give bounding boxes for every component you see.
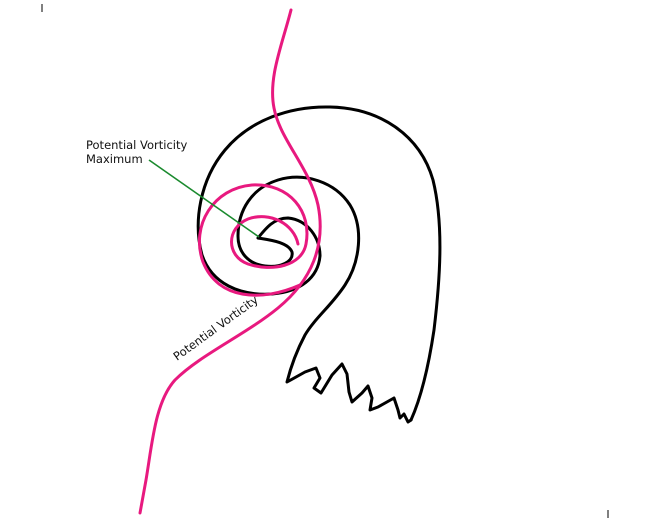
pv-maximum-label-line2: Maximum: [86, 152, 143, 166]
pv-maximum-pointer: [148, 159, 260, 238]
pv-curve: [138, 8, 322, 515]
inner-spiral-strand: [236, 175, 413, 424]
outer-spiral-strand: [196, 105, 442, 422]
pv-main-line: [138, 8, 322, 515]
pv-maximum-label-line1: Potential Vorticity: [86, 138, 188, 152]
pv-spiral: [197, 183, 309, 297]
cloud-spiral-outline: [196, 105, 442, 424]
